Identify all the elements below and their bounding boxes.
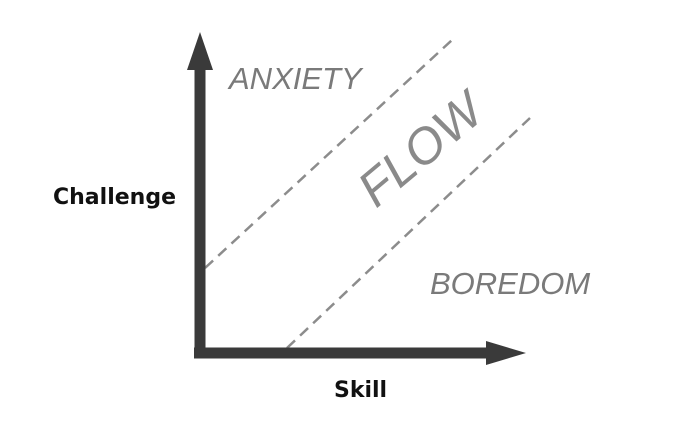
- anxiety-region-label: ANXIETY: [227, 61, 364, 96]
- upper-flow-boundary-line: [204, 39, 453, 269]
- lower-flow-boundary-line: [286, 117, 531, 349]
- x-axis: [194, 341, 526, 365]
- y-axis: [187, 32, 213, 356]
- y-axis-arrowhead-icon: [187, 32, 213, 70]
- y-axis-label: Challenge: [53, 185, 176, 210]
- x-axis-arrowhead-icon: [486, 341, 526, 365]
- boredom-region-label: BOREDOM: [430, 266, 590, 301]
- flow-region-label: FLOW: [347, 79, 497, 218]
- x-axis-label: Skill: [334, 378, 387, 403]
